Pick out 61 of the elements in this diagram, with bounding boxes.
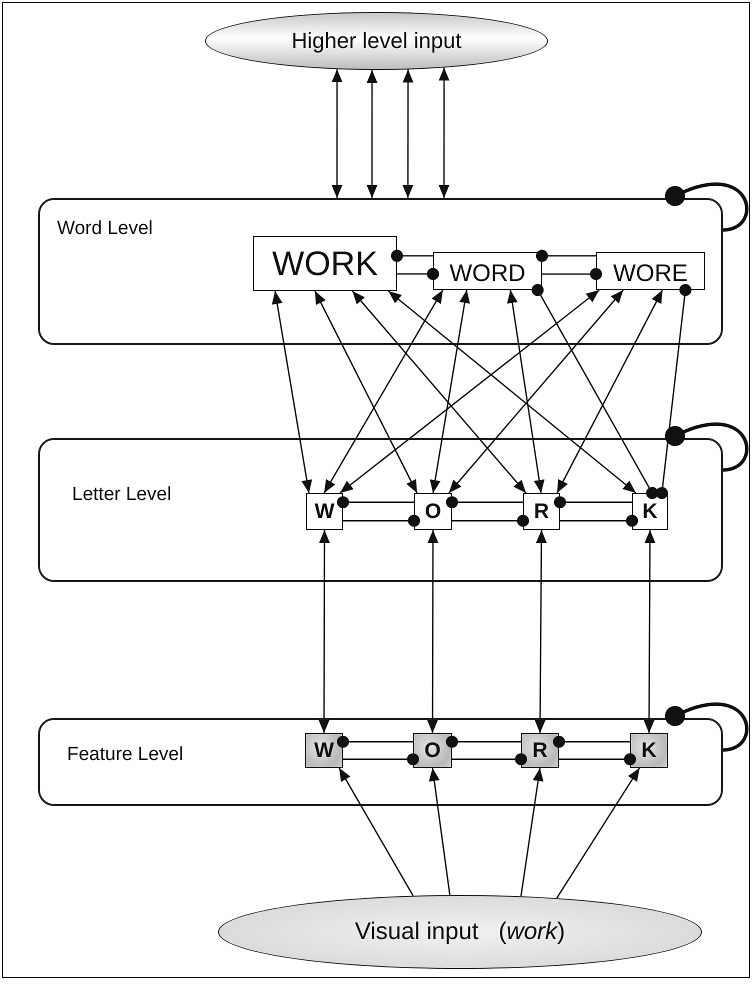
- arrow: [314, 290, 418, 494]
- arrow: [428, 768, 451, 896]
- arrow: [506, 290, 545, 494]
- level-label: Letter Level: [72, 484, 172, 506]
- arrow: [388, 290, 636, 494]
- word-box: WORK: [253, 236, 397, 291]
- letter-box: W: [306, 493, 343, 530]
- letter-box: O: [414, 493, 452, 530]
- feedback-loop: [664, 422, 748, 472]
- word-box: WORD: [433, 252, 542, 290]
- level-panel: [38, 198, 723, 345]
- level-panel: [38, 438, 723, 582]
- inhibitory-link: [343, 753, 420, 766]
- inhibitory-link: [532, 284, 658, 500]
- arrow: [366, 70, 378, 198]
- inhibitory-link: [560, 514, 638, 527]
- input-ellipse: Visual input (work): [218, 895, 702, 969]
- arrow: [338, 768, 414, 896]
- inhibitory-link: [452, 753, 528, 766]
- feature-box: W: [305, 733, 343, 768]
- arrow: [556, 768, 640, 898]
- inhibitory-link: [446, 736, 521, 748]
- inhibitory-link: [336, 736, 413, 748]
- inhibitory-link: [452, 514, 530, 527]
- level-label: Word Level: [57, 218, 153, 240]
- level-panel: [38, 718, 723, 806]
- arrow: [520, 768, 544, 896]
- arrow: [332, 69, 342, 198]
- inhibitory-link: [536, 250, 596, 262]
- letter-box: R: [523, 493, 560, 530]
- arrow: [534, 530, 547, 733]
- feedback-loop: [664, 182, 748, 232]
- level-label: Feature Level: [67, 744, 184, 766]
- inhibitory-link: [559, 753, 636, 766]
- feature-box: K: [630, 733, 668, 768]
- feature-box: O: [413, 733, 452, 768]
- inhibitory-link: [542, 268, 602, 280]
- feedback-loop: [664, 702, 748, 752]
- arrow: [324, 290, 444, 494]
- inhibitory-link: [390, 250, 433, 262]
- word-box: WORE: [596, 252, 705, 290]
- arrow: [438, 68, 450, 198]
- arrow: [272, 290, 312, 494]
- feature-box: R: [521, 733, 559, 768]
- arrow: [427, 530, 438, 733]
- arrow: [448, 290, 624, 494]
- inhibitory-link: [446, 496, 523, 508]
- inhibitory-link: [656, 284, 692, 500]
- arrow: [644, 530, 656, 733]
- arrow: [352, 290, 526, 494]
- inhibitory-link: [336, 496, 414, 508]
- inhibitory-link: [552, 736, 630, 748]
- inhibitory-link: [554, 496, 632, 508]
- inhibitory-link: [397, 268, 440, 280]
- arrow: [402, 70, 414, 198]
- arrow: [340, 289, 600, 494]
- arrow: [430, 290, 470, 494]
- input-ellipse: Higher level input: [205, 12, 548, 70]
- arrow: [318, 530, 330, 733]
- inhibitory-link: [343, 514, 420, 527]
- arrow: [556, 290, 664, 494]
